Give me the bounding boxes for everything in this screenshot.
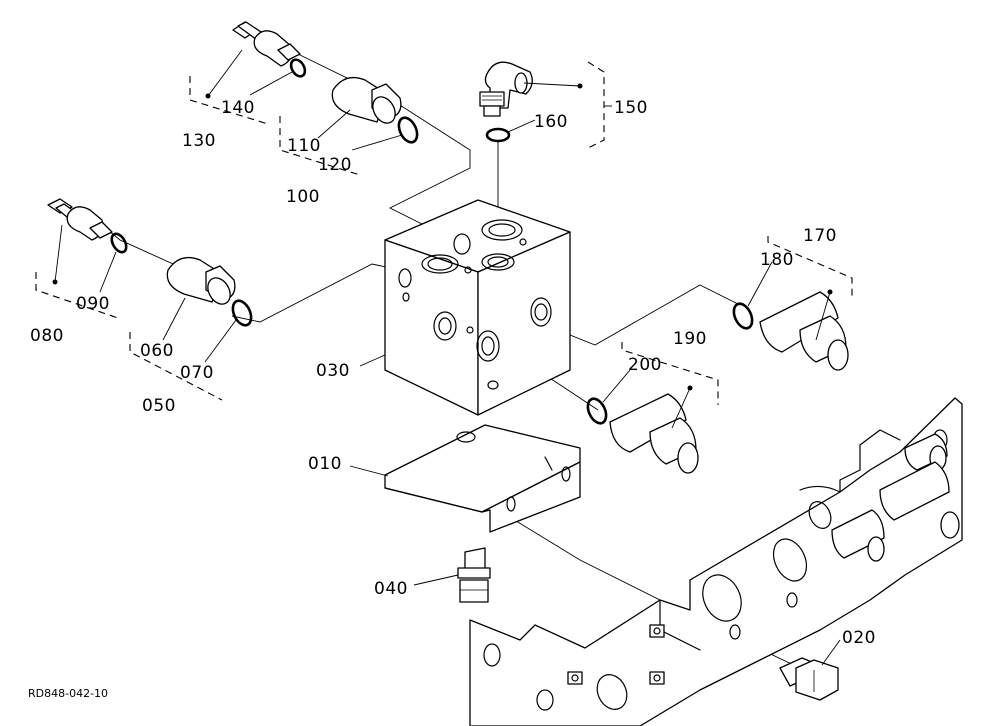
- callout-050: 050: [142, 396, 176, 416]
- callout-030: 030: [316, 361, 350, 381]
- elbow-fitting-150: [479, 61, 533, 117]
- frame-plate: [469, 397, 963, 726]
- o-ring-160: [485, 127, 511, 143]
- plate-fitting-lower: [831, 509, 885, 562]
- bracket: [384, 424, 581, 533]
- callout-040: 040: [374, 579, 408, 599]
- callout-140: 140: [221, 98, 255, 118]
- callout-060: 060: [140, 341, 174, 361]
- plate-nuts: [567, 624, 665, 685]
- o-ring-200: [586, 397, 608, 425]
- callout-010: 010: [308, 454, 342, 474]
- bolt-020: [779, 657, 839, 701]
- callout-100: 100: [286, 187, 320, 207]
- leader-lines: [54, 49, 841, 666]
- fitting-140: [232, 21, 301, 67]
- o-ring-180: [732, 302, 754, 330]
- o-ring-090: [110, 232, 128, 254]
- callout-200: 200: [628, 355, 662, 375]
- callout-160: 160: [534, 112, 568, 132]
- callout-120: 120: [318, 155, 352, 175]
- callout-070: 070: [180, 363, 214, 383]
- callout-110: 110: [287, 136, 321, 156]
- plug-190: [609, 393, 699, 474]
- bolt-040: [457, 547, 491, 603]
- fitting-110: [331, 76, 402, 124]
- callout-labels: 140 130 110 120 100 160 150 090 080 060 …: [30, 98, 876, 648]
- plate-fitting-middle: [879, 461, 960, 539]
- callout-020: 020: [842, 628, 876, 648]
- callout-190: 190: [673, 329, 707, 349]
- plug-170: [759, 291, 849, 371]
- callout-090: 090: [76, 294, 110, 314]
- callout-150: 150: [614, 98, 648, 118]
- callout-080: 080: [30, 326, 64, 346]
- figure-code: RD848-042-10: [28, 687, 108, 700]
- o-rings: [110, 58, 754, 425]
- plate-fitting-upper: [904, 433, 948, 471]
- callout-170: 170: [803, 226, 837, 246]
- callout-130: 130: [182, 131, 216, 151]
- callout-180: 180: [760, 250, 794, 270]
- o-ring-120: [397, 116, 419, 144]
- valve-block: [384, 199, 571, 416]
- o-ring-130: [289, 58, 307, 78]
- o-ring-070: [231, 299, 253, 327]
- fitting-080: [47, 198, 113, 241]
- fitting-060: [166, 256, 236, 305]
